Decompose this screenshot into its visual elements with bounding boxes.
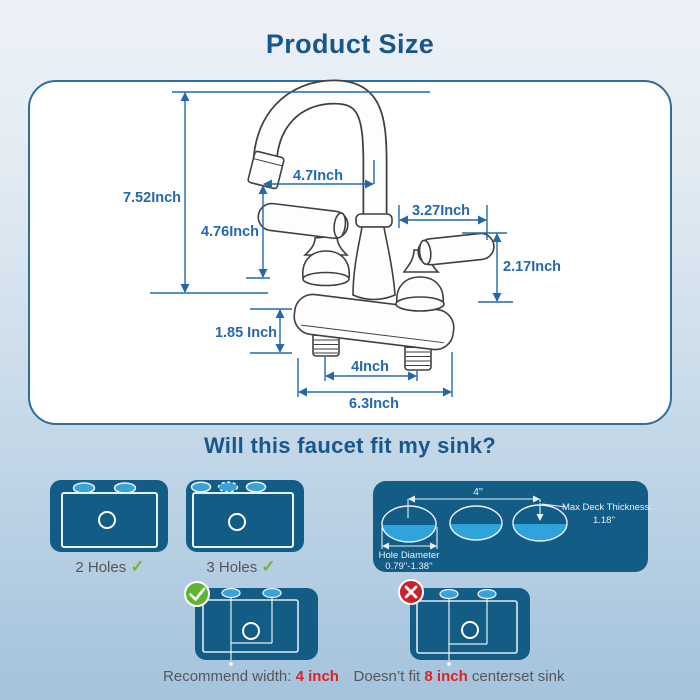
cross-badge-icon	[398, 579, 424, 605]
drain-icon	[228, 513, 246, 531]
faucet-hole-icon	[221, 587, 241, 599]
page-title: Product Size	[265, 29, 435, 59]
recommend-value: 4 inch	[295, 668, 339, 685]
faucet-hole-icon	[190, 481, 212, 493]
sink-basin	[202, 599, 299, 653]
sink-basin	[416, 600, 518, 654]
recommend-sink-card	[184, 581, 318, 666]
check-icon: ✓	[261, 557, 276, 576]
label-hole-diameter-range: 0.79''-1.38''	[385, 561, 433, 572]
faucet-hole-icon	[113, 482, 137, 494]
size-diagram-panel	[28, 80, 672, 425]
caption-2-holes: 2 Holes ✓	[75, 557, 144, 577]
faucet-hole-icon	[262, 587, 282, 599]
faucet-hole-icon	[439, 588, 459, 600]
width-guide-lines	[448, 598, 488, 660]
sink-basin	[61, 492, 158, 548]
deck-hole-icon	[512, 504, 568, 542]
faucet-hole-icon	[245, 481, 267, 493]
label-hole-diameter: Hole Diameter	[379, 550, 440, 561]
recommend-prefix: Recommend width:	[163, 668, 296, 685]
drain-icon	[242, 622, 260, 640]
deck-hole-icon	[449, 505, 503, 541]
sink-card-2holes	[50, 480, 168, 552]
faucet-hole-dashed-icon	[217, 481, 239, 493]
label-spec-spacing: 4''	[473, 486, 483, 498]
caption-not-fit: Doesn’t fit 8 inch centerset sink	[354, 668, 565, 685]
caption-3-holes-label: 3 Holes	[206, 559, 258, 576]
check-badge-icon	[184, 581, 210, 607]
faucet-hole-icon	[477, 588, 497, 600]
fit-question-heading: Will this faucet fit my sink?	[203, 433, 497, 458]
notfit-suffix: centerset sink	[467, 668, 565, 685]
hole-spec-panel: 4'' Max Deck Thickness: 1.18'' Hole Diam…	[373, 481, 652, 572]
width-guide-lines	[230, 597, 273, 660]
notfit-sink-card	[398, 579, 530, 666]
notfit-value: 8 inch	[424, 668, 468, 685]
caption-recommend-width: Recommend width: 4 inch	[163, 668, 339, 685]
drain-icon	[461, 621, 479, 639]
drain-icon	[98, 511, 116, 529]
spec-dimension-lines	[381, 495, 567, 550]
faucet-hole-icon	[72, 482, 96, 494]
caption-3-holes: 3 Holes ✓	[206, 557, 275, 577]
sink-basin	[192, 492, 294, 548]
label-max-deck-value: 1.18''	[593, 515, 615, 526]
deck-hole-icon	[381, 505, 437, 543]
label-max-deck: Max Deck Thickness:	[562, 502, 652, 513]
check-icon: ✓	[130, 557, 145, 576]
notfit-prefix: Doesn’t fit	[353, 668, 425, 685]
sink-card-3holes	[186, 480, 304, 552]
caption-2-holes-label: 2 Holes	[75, 559, 127, 576]
